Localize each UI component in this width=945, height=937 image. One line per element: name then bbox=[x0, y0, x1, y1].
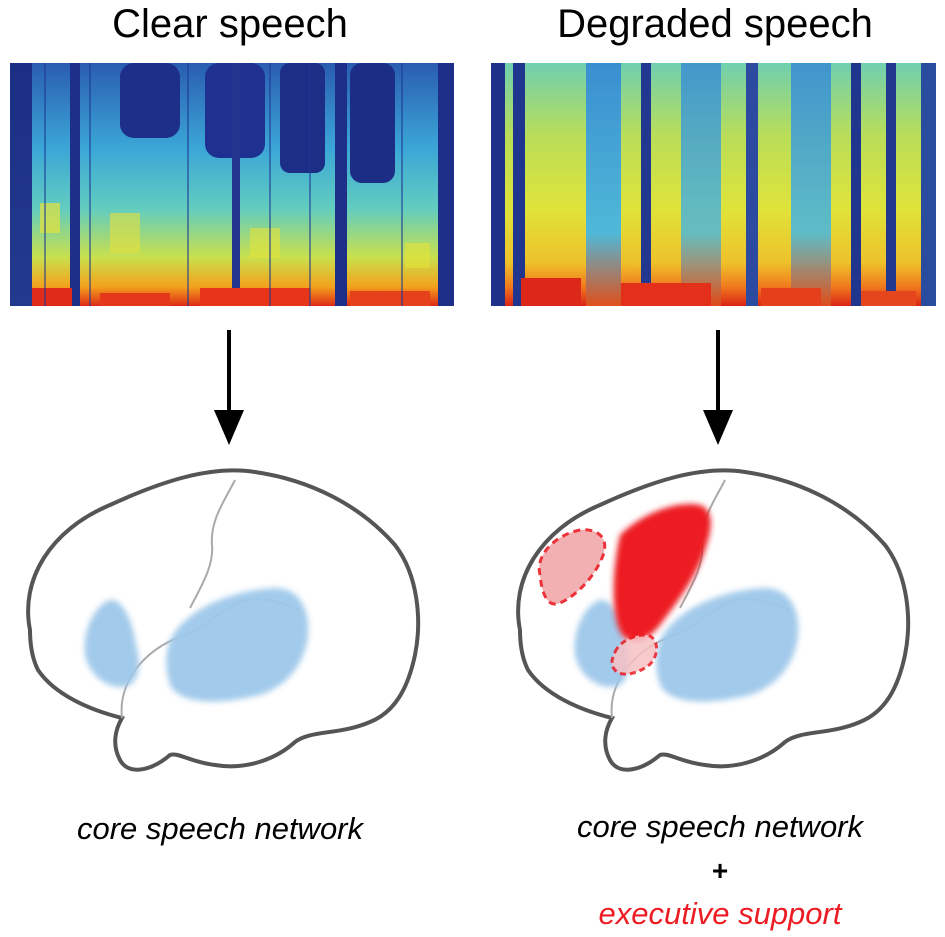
executive-region-dashed-upper bbox=[537, 528, 607, 606]
plus-sign: + bbox=[711, 855, 729, 886]
executive-support-caption: executive support bbox=[598, 896, 842, 931]
brain-clear-speech bbox=[10, 460, 430, 780]
brain-degraded-speech bbox=[500, 460, 920, 780]
clear-speech-title: Clear speech bbox=[112, 2, 348, 46]
core-network-frontal-region bbox=[84, 599, 139, 687]
degraded-speech-title: Degraded speech bbox=[557, 2, 873, 46]
executive-region-main bbox=[613, 504, 711, 642]
executive-region-dashed-lower bbox=[610, 633, 658, 676]
core-network-temporal-region bbox=[656, 588, 799, 702]
core-network-temporal-region bbox=[166, 588, 309, 702]
clear-speech-caption: core speech network bbox=[76, 811, 364, 846]
degraded-speech-spectrogram bbox=[491, 63, 936, 306]
down-arrow-icon bbox=[698, 330, 738, 445]
degraded-speech-caption: core speech network bbox=[576, 809, 864, 844]
down-arrow-icon bbox=[209, 330, 249, 445]
clear-speech-spectrogram bbox=[10, 63, 454, 306]
